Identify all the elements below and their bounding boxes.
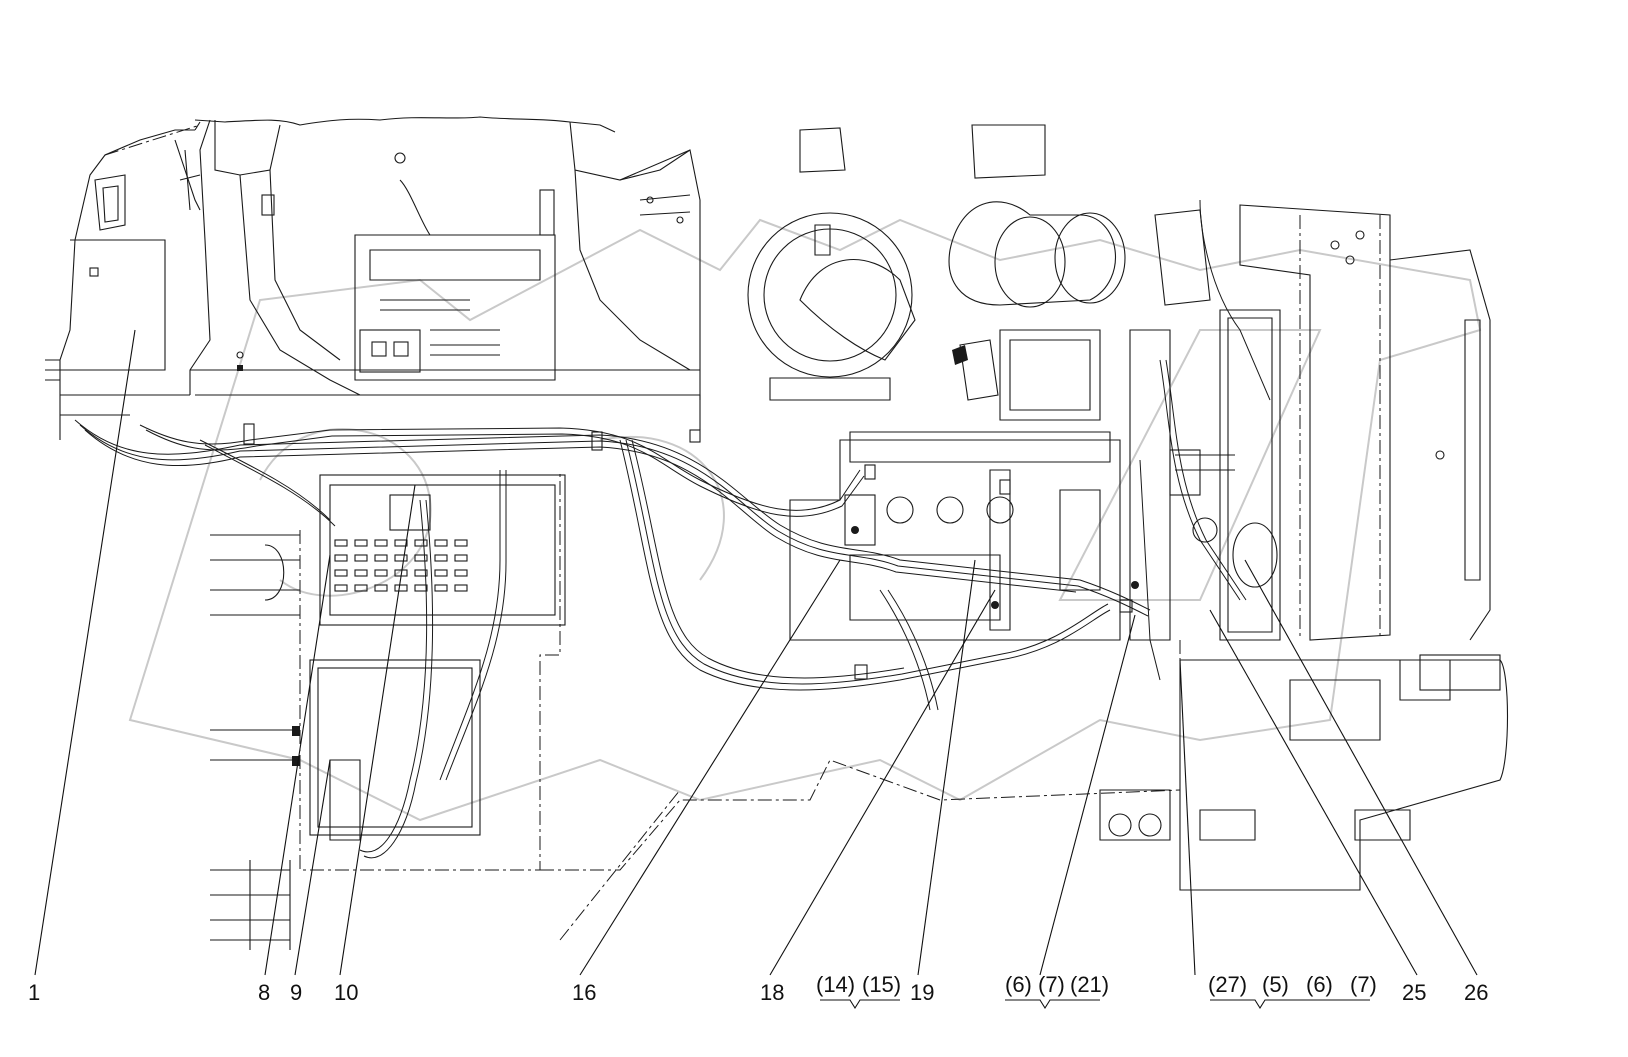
callout-8: 8 (258, 980, 270, 1005)
callout-labels: 1 8 9 10 16 18 (14) (15) 19 (6) (7) (21)… (28, 972, 1488, 1005)
callout-16: 16 (572, 980, 596, 1005)
group-braces (820, 999, 1370, 1010)
hydraulic-tank (210, 474, 566, 950)
callout-6-left: (6) (1005, 972, 1032, 997)
cab-frame (190, 116, 701, 430)
watermark (128, 218, 1482, 822)
callout-15: (15) (862, 972, 901, 997)
fittings (243, 423, 1139, 680)
callout-7-right: (7) (1350, 972, 1377, 997)
callout-5: (5) (1262, 972, 1289, 997)
cab-assembly (45, 119, 211, 440)
callout-27: (27) (1208, 972, 1247, 997)
tank-perforations (334, 539, 468, 592)
callout-14: (14) (816, 972, 855, 997)
callout-21: (21) (1070, 972, 1109, 997)
callout-25: 25 (1402, 980, 1426, 1005)
hydraulic-hoses (74, 199, 1271, 859)
callout-19: 19 (910, 980, 934, 1005)
callout-26: 26 (1464, 980, 1488, 1005)
leader-lines (34, 329, 1478, 976)
callout-9: 9 (290, 980, 302, 1005)
radiator-assembly (1154, 204, 1491, 641)
callout-10: 10 (334, 980, 358, 1005)
callout-1: 1 (28, 980, 40, 1005)
callout-7-left: (7) (1038, 972, 1065, 997)
callout-18: 18 (760, 980, 784, 1005)
air-cleaner (747, 124, 1126, 401)
rear-frame (299, 470, 1509, 941)
callout-6-right: (6) (1306, 972, 1333, 997)
